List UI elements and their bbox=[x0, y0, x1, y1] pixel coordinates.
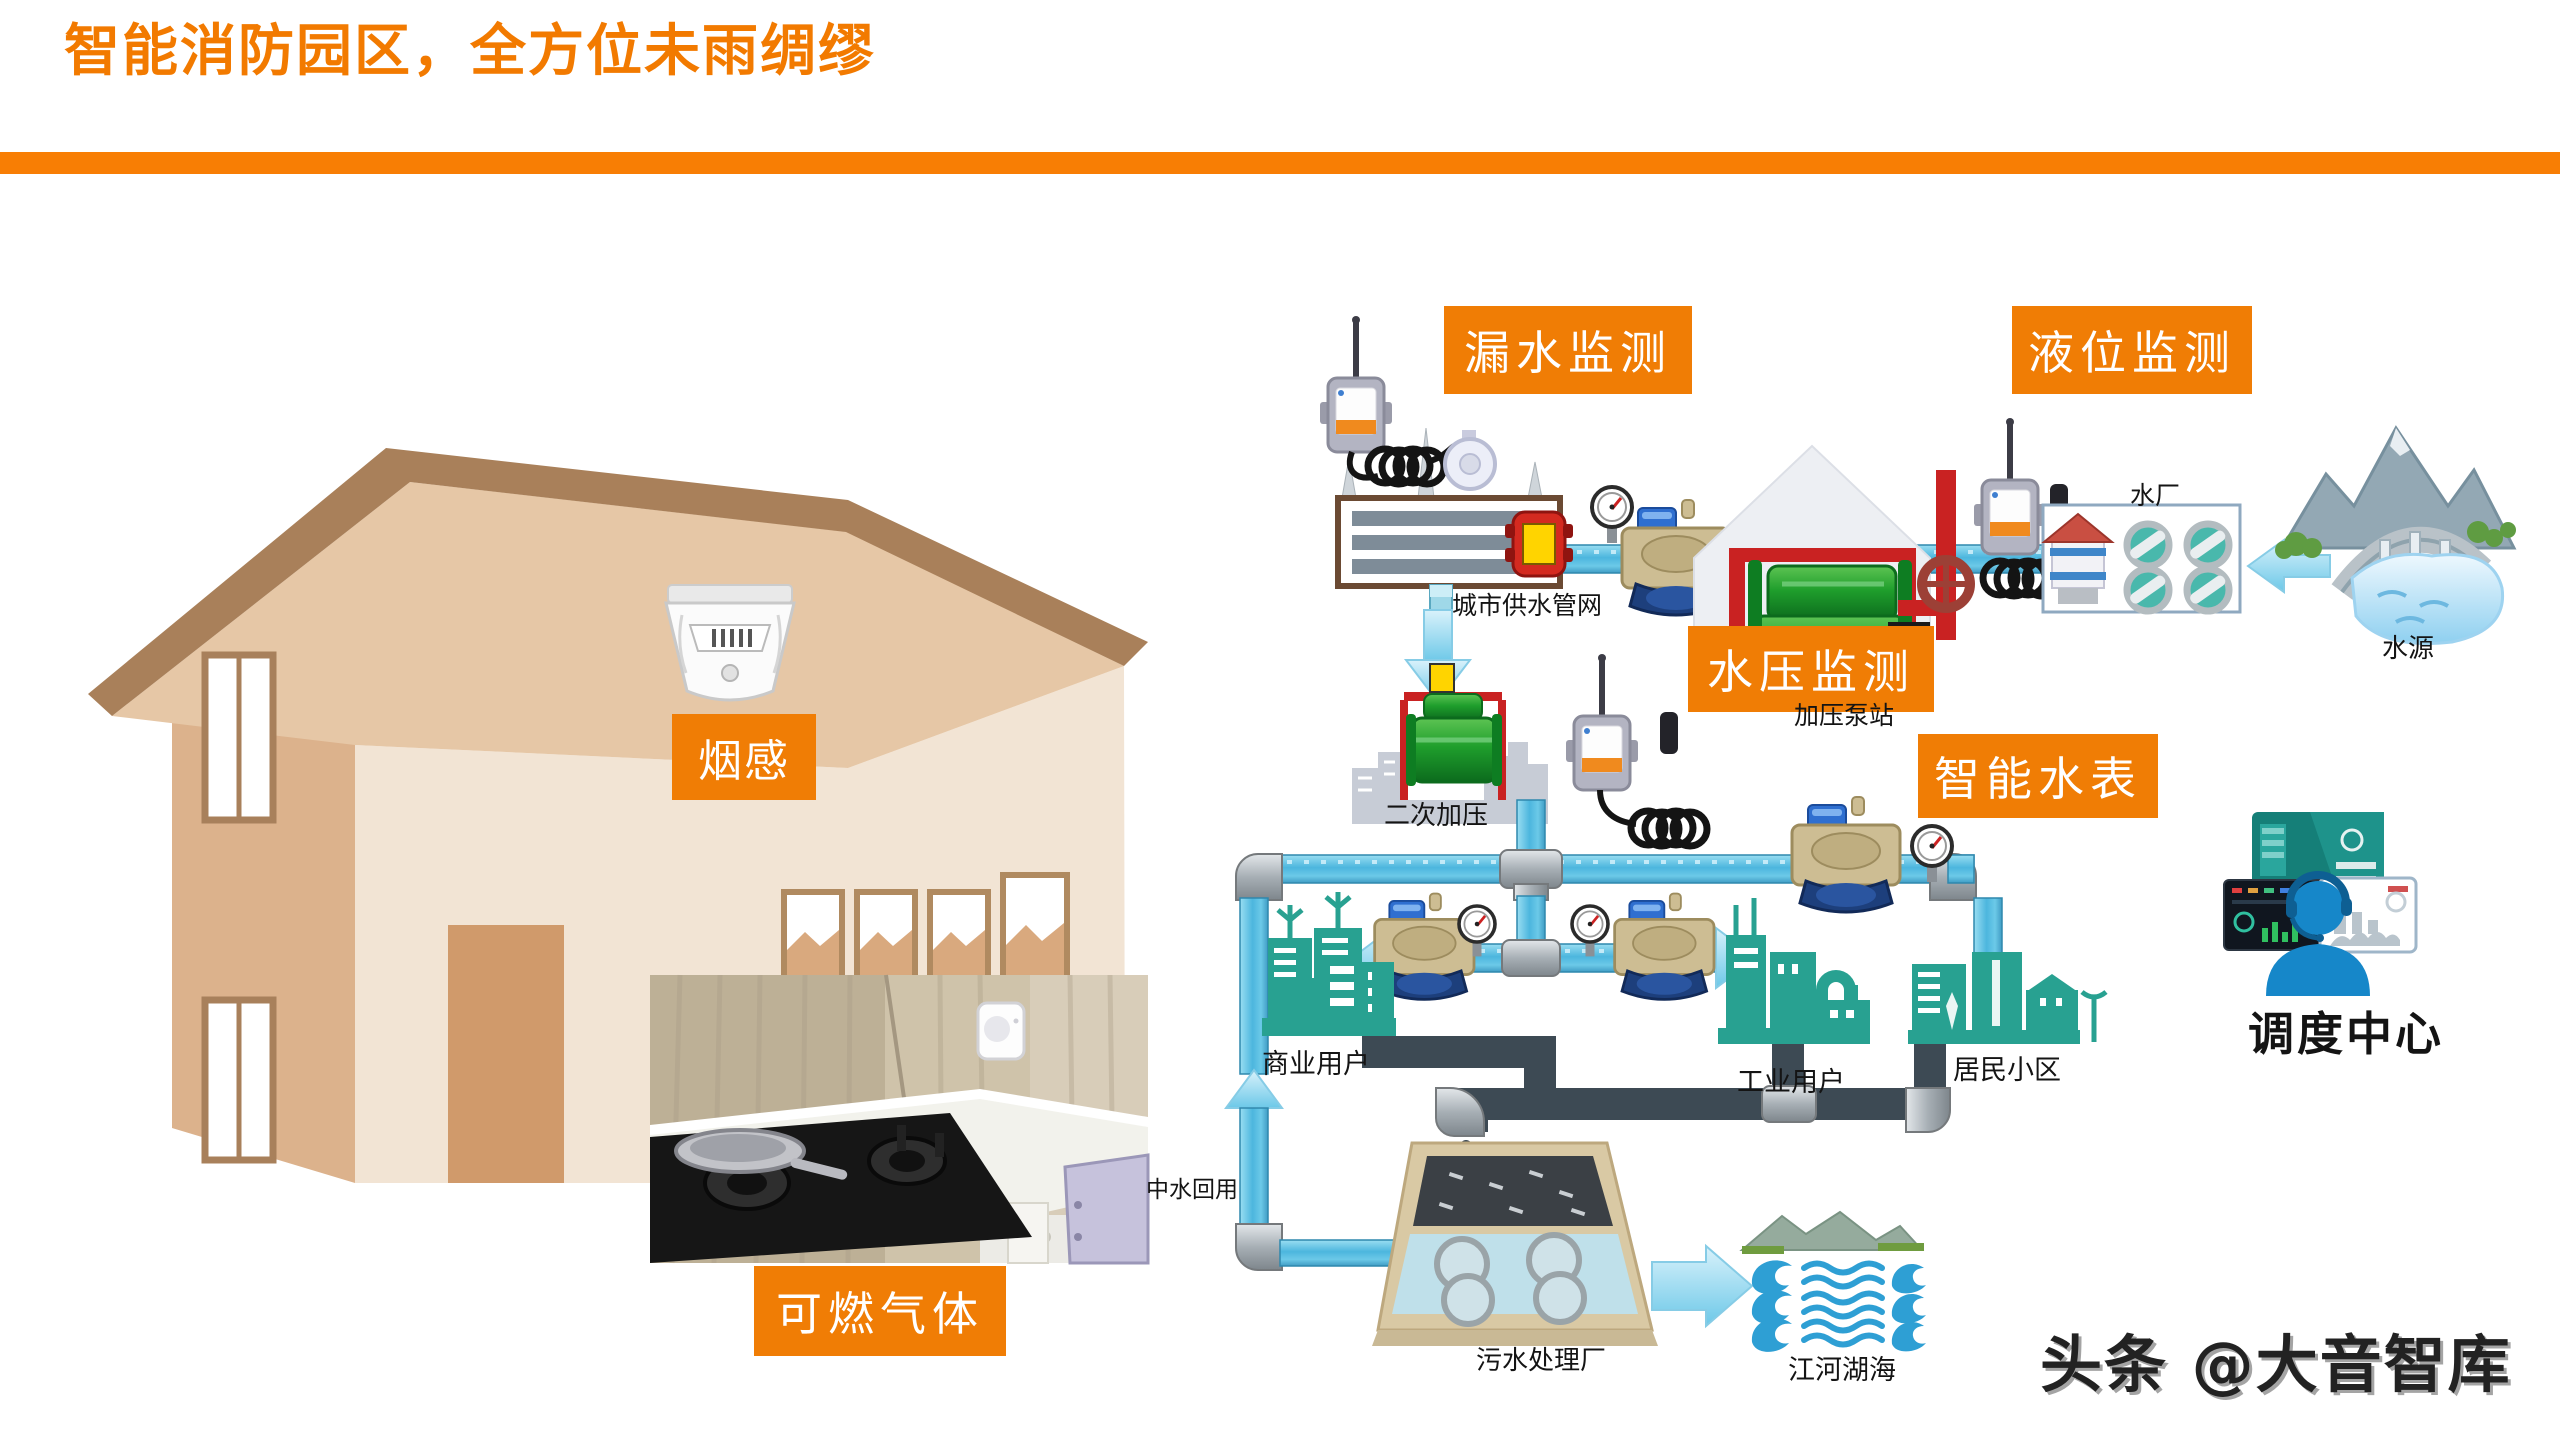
label-secondary-pressure: 二次加压 bbox=[1384, 801, 1489, 831]
industrial-buildings-icon bbox=[1718, 898, 1870, 1044]
label-dispatch-center: 调度中心 bbox=[2248, 1007, 2444, 1061]
label-residential-area: 居民小区 bbox=[1953, 1055, 2061, 1086]
label-water-source: 水源 bbox=[2382, 634, 2435, 664]
secondary-pump-icon bbox=[1352, 663, 1548, 824]
label-rivers-lakes-seas: 江河湖海 bbox=[1788, 1355, 1896, 1386]
label-reclaimed-water: 中水回用 bbox=[1146, 1177, 1238, 1203]
sewage-plant-icon bbox=[1372, 1141, 1658, 1346]
residential-buildings-icon bbox=[1908, 952, 2108, 1044]
smoke-detector-icon bbox=[664, 584, 796, 702]
house-window-left-top bbox=[201, 651, 277, 824]
frying-pan bbox=[674, 1128, 848, 1180]
gas-sensor-icon bbox=[976, 1001, 1026, 1061]
label-commercial-users: 商业用户 bbox=[1262, 1049, 1370, 1080]
label-pump-station: 加压泵站 bbox=[1794, 701, 1895, 730]
river-waves-icon bbox=[1739, 1210, 1926, 1352]
water-plant-icon bbox=[2041, 503, 2242, 612]
accent-divider-bar bbox=[0, 152, 2560, 174]
page-title: 智能消防园区，全方位未雨绸缪 bbox=[64, 19, 876, 84]
sewage-fittings bbox=[1435, 1085, 1951, 1167]
operator-person-icon bbox=[2266, 871, 2370, 996]
kitchen-photo bbox=[650, 974, 1150, 1265]
label-industrial-users: 工业用户 bbox=[1737, 1067, 1845, 1098]
commercial-buildings-icon bbox=[1262, 892, 1396, 1036]
callout-combustible-gas: 可燃气体 bbox=[754, 1266, 1006, 1356]
flow-arrow-plant-to-river bbox=[1651, 1243, 1754, 1329]
red-valve-icon bbox=[1505, 510, 1573, 578]
callout-smart-meter: 智能水表 bbox=[1918, 734, 2158, 818]
leak-sensor-icon bbox=[1320, 316, 1497, 491]
callout-level-monitoring: 液位监测 bbox=[2012, 306, 2252, 394]
dispatch-center-icon bbox=[2223, 812, 2418, 996]
callout-smoke-sensor: 烟感 bbox=[672, 714, 816, 800]
water-tower-icon bbox=[2041, 512, 2115, 604]
callout-leak-monitoring: 漏水监测 bbox=[1444, 306, 1692, 394]
label-city-network: 城市供水管网 bbox=[1452, 591, 1603, 620]
label-water-plant: 水厂 bbox=[2130, 481, 2181, 510]
water-meter-icon bbox=[1613, 892, 1716, 1001]
callout-pressure-monitoring: 水压监测 bbox=[1688, 626, 1934, 712]
house-window-left-bottom bbox=[201, 996, 277, 1164]
water-source-icon bbox=[2275, 425, 2517, 646]
pressure-sensor-icon bbox=[1566, 654, 1707, 846]
cabinet-door bbox=[1063, 1153, 1150, 1265]
label-sewage-plant: 污水处理厂 bbox=[1476, 1346, 1607, 1376]
smart-water-meter-icon bbox=[1790, 795, 1902, 914]
watermark: 头条 @大音智库 bbox=[2040, 1328, 2512, 1401]
house-door bbox=[448, 925, 564, 1183]
